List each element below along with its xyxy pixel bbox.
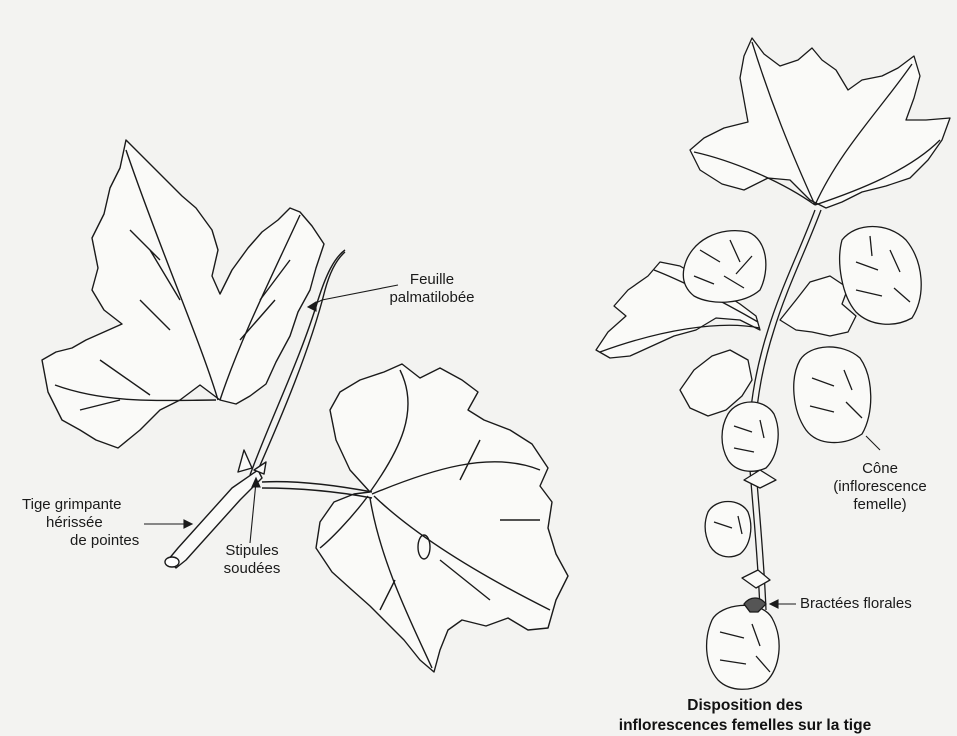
label-leaf-line1: Feuille: [376, 271, 488, 289]
label-leaf-line2: palmatilobée: [376, 289, 488, 307]
label-cone-line3: femelle): [812, 496, 948, 514]
caption-line1: Disposition des: [560, 696, 930, 716]
label-leaf: Feuille palmatilobée: [376, 271, 488, 307]
label-stem-line2: hérissée: [22, 514, 168, 532]
caption-line2: inflorescences femelles sur la tige: [560, 716, 930, 736]
label-stem: Tige grimpante hérissée de pointes: [22, 496, 168, 550]
hop-cone-bottom: [707, 605, 780, 689]
label-cone: Cône (inflorescence femelle): [812, 460, 948, 514]
hop-cone-lower-left: [705, 502, 751, 557]
stem-cut-end: [165, 557, 179, 567]
figure-caption: Disposition des inflorescences femelles …: [560, 696, 930, 736]
label-bracts: Bractées florales: [800, 595, 912, 613]
label-cone-line1: Cône: [812, 460, 948, 478]
hop-cone-middle-right: [794, 347, 871, 443]
label-stem-line3: de pointes: [22, 532, 168, 550]
label-stipules-line1: Stipules: [212, 542, 292, 560]
label-stem-line1: Tige grimpante: [22, 496, 168, 514]
label-cone-line2: (inflorescence: [812, 478, 948, 496]
label-stipules-line2: soudées: [212, 560, 292, 578]
label-stipules: Stipules soudées: [212, 542, 292, 578]
hop-cone-middle-small: [722, 402, 778, 471]
